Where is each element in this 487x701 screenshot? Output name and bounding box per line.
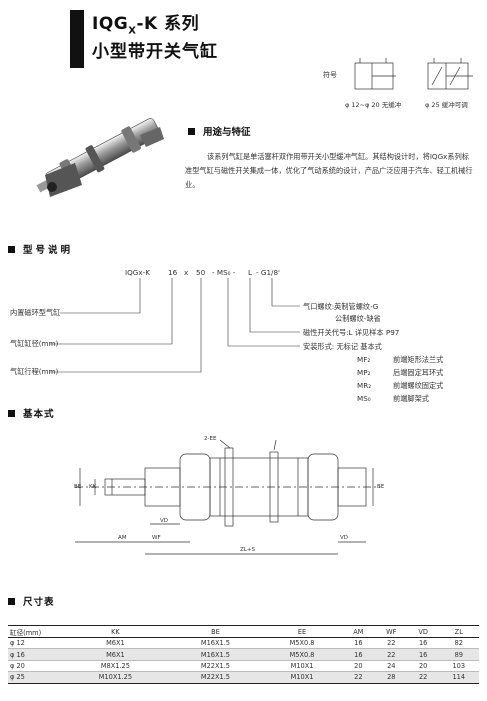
section-marker-icon (188, 128, 195, 135)
section-marker-icon (8, 410, 15, 417)
col-bore: 缸径(mm) (8, 625, 62, 638)
size-table: 缸径(mm) KK BE EE AM WF VD ZL φ 12 M6X1 M1… (8, 625, 479, 684)
model-heading: 型号说明 (8, 242, 73, 256)
dim-vd: VD (160, 518, 168, 524)
dim-am: AM (118, 535, 127, 541)
col-am: AM (341, 625, 375, 638)
mount-desc-0: 前端矩形法兰式 (393, 355, 444, 364)
mount-code-1: MP₂ (357, 368, 371, 377)
table-row: φ 25 M10X1.25 M22X1.5 M10X1 22 28 22 114 (8, 671, 479, 684)
dim-wf: WF (152, 535, 161, 541)
model-code-0: IQGx-K (125, 268, 150, 277)
col-be: BE (168, 625, 263, 638)
model-left-label-2: 气缸行程(mm) (10, 367, 59, 376)
model-code-2: x (184, 268, 189, 277)
mount-desc-1: 后端固定耳环式 (393, 368, 444, 377)
model-right-label-1: 公制螺纹-缺省 (335, 314, 381, 323)
dim-ee: 2-EE (204, 436, 217, 442)
col-kk: KK (62, 625, 169, 638)
dim-be: BE (74, 484, 82, 490)
col-wf: WF (374, 625, 408, 638)
model-leader-lines (50, 278, 300, 373)
sizes-heading: 尺寸表 (8, 594, 55, 608)
model-code-5: L (248, 268, 253, 277)
symbol-caption-right: φ 25 缓冲可调 (425, 101, 468, 109)
symbol-caption-left: φ 12~φ 20 无缓冲 (345, 101, 402, 109)
mount-desc-2: 前端螺纹固定式 (393, 381, 444, 390)
cylinder-symbol-icon (354, 58, 473, 90)
dim-kk: KK (89, 484, 97, 490)
mount-code-3: MS₀ (357, 394, 371, 403)
page-title: IQGX-K 系列 (92, 14, 200, 37)
dim-vd-rear: VD (340, 535, 348, 541)
features-text: 该系列气缸是单活塞杆双作用带开关小型缓冲气缸。其结构设计时，将IQGx系列标准型… (185, 152, 473, 189)
col-ee: EE (262, 625, 342, 638)
model-code-4: - MS₀ - (212, 268, 236, 277)
model-code-3: 50 (196, 268, 206, 277)
cylinder-photo-icon (36, 118, 164, 197)
dim-zl: ZL+S (240, 547, 255, 553)
mount-code-2: MR₂ (357, 381, 372, 390)
features-heading: 用途与特征 (188, 124, 251, 138)
model-code-1: 16 (168, 268, 178, 277)
model-right-label-3: 安装形式: 无标记 基本式 (303, 342, 382, 351)
model-right-label-2: 磁性开关代号:L 详见样本 P97 (303, 328, 400, 337)
title-bar-icon (70, 10, 84, 68)
col-vd: VD (407, 625, 439, 638)
model-right-label-0: 气口螺纹:英制管螺纹-G (303, 302, 379, 311)
model-code-6: - G1/8' (256, 268, 280, 277)
mount-desc-3: 前端脚架式 (393, 394, 429, 403)
table-row: φ 16 M6X1 M16X1.5 M5X0.8 16 22 16 89 (8, 648, 479, 661)
section-marker-icon (8, 598, 15, 605)
dim-be-rear: BE (377, 484, 385, 490)
cylinder-drawing (75, 439, 380, 555)
basic-heading: 基本式 (8, 406, 55, 420)
col-zl: ZL (438, 625, 479, 638)
section-marker-icon (8, 246, 15, 253)
page-subtitle: 小型带开关气缸 (92, 42, 218, 62)
model-left-label-0: 内置磁环型气缸 (10, 308, 61, 317)
model-left-label-1: 气缸缸径(mm) (10, 339, 59, 348)
table-row: φ 20 M8X1.25 M22X1.5 M10X1 20 24 20 103 (8, 660, 479, 672)
symbol-label: 符号 (323, 71, 337, 79)
mount-code-0: MF₂ (357, 355, 371, 364)
table-row: φ 12 M6X1 M16X1.5 M5X0.8 16 22 16 82 (8, 638, 479, 649)
